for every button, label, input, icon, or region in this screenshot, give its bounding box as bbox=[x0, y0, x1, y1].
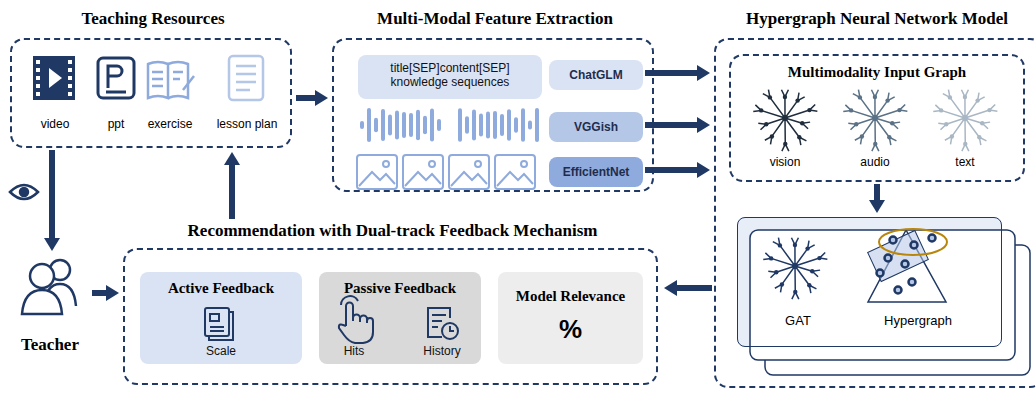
node-title: Recommendation with Dual-track Feedback … bbox=[125, 221, 660, 241]
feedback-box: Passive FeedbackHits History bbox=[319, 272, 481, 364]
node-title: EfficientNet bbox=[549, 165, 643, 179]
node-title: Multimodality Input Graph bbox=[731, 64, 1023, 81]
model-box: ChatGLM bbox=[549, 60, 643, 90]
node-title: title[SEP]content[SEP] knowledge sequenc… bbox=[362, 61, 538, 89]
flow-arrow bbox=[296, 90, 328, 106]
node-title: ChatGLM bbox=[549, 68, 643, 82]
node-label: % bbox=[498, 314, 643, 345]
network-box: GAT Hypergraph bbox=[737, 217, 1002, 347]
icon-label: vision bbox=[755, 155, 815, 169]
extraction-panel: Multi-Modal Feature Extractiontitle[SEP]… bbox=[332, 38, 654, 192]
node-label: Scale bbox=[140, 344, 302, 358]
icon-label: audio bbox=[845, 155, 905, 169]
flow-arrow bbox=[92, 285, 119, 301]
icon-label: video bbox=[27, 117, 83, 131]
model-box: VGGish bbox=[549, 112, 643, 142]
resources-panel: Teaching Resources bbox=[10, 38, 292, 148]
flow-arrow bbox=[645, 65, 710, 81]
icon-label: lesson plan bbox=[210, 117, 284, 131]
recommendation-panel: Recommendation with Dual-track Feedback … bbox=[123, 248, 658, 385]
node-title: Model Relevance bbox=[498, 288, 643, 305]
sequence-box: title[SEP]content[SEP] knowledge sequenc… bbox=[358, 55, 542, 99]
icon-label: text bbox=[935, 155, 995, 169]
node-title: Passive Feedback bbox=[319, 280, 481, 297]
feedback-box: Active FeedbackScale bbox=[140, 272, 302, 364]
flow-arrow bbox=[645, 117, 710, 133]
node-label: Hits bbox=[334, 344, 374, 358]
node-label: History bbox=[409, 344, 475, 358]
flow-arrow bbox=[645, 162, 710, 178]
node-title: Teaching Resources bbox=[12, 9, 294, 29]
icon-label: exercise bbox=[140, 117, 200, 131]
flow-arrow bbox=[664, 280, 712, 296]
node-title: Teacher bbox=[10, 335, 90, 355]
icon-label: ppt bbox=[91, 117, 141, 131]
node-title: GAT bbox=[758, 313, 838, 328]
model-box: EfficientNet bbox=[549, 157, 643, 187]
node-label: Hypergraph bbox=[858, 313, 978, 328]
node-title: Multi-Modal Feature Extraction bbox=[334, 9, 656, 29]
relevance-box: Model Relevance% bbox=[498, 272, 643, 364]
node-title: Active Feedback bbox=[140, 280, 302, 297]
flow-arrow bbox=[869, 184, 885, 213]
teacher-actor: Teacher bbox=[10, 255, 90, 365]
flow-arrow bbox=[224, 152, 240, 219]
flow-arrow bbox=[44, 150, 60, 251]
node-title: VGGish bbox=[549, 120, 643, 134]
node-title: Hypergraph Neural Network Model bbox=[716, 9, 1036, 29]
model-panel: Hypergraph Neural Network ModelMultimoda… bbox=[714, 38, 1036, 388]
